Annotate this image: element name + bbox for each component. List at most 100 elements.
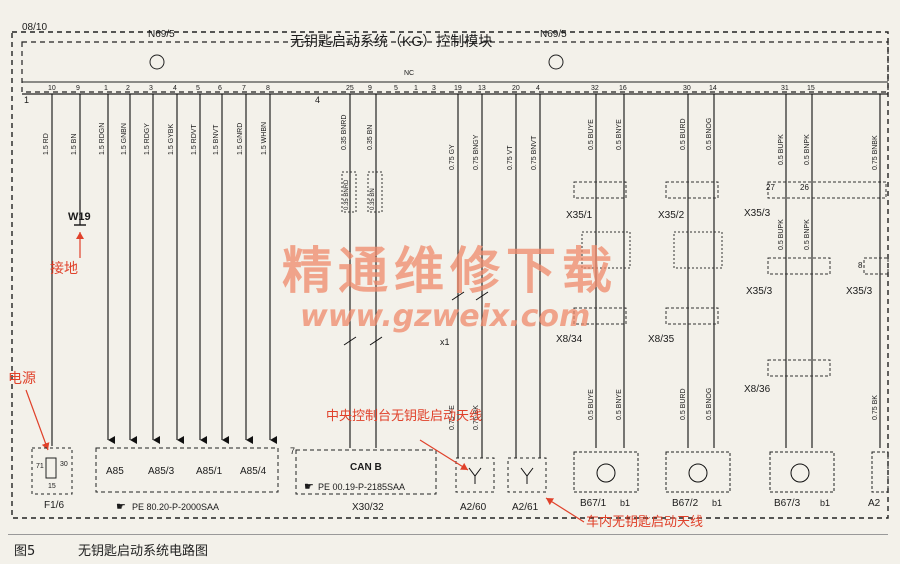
can-box: [295, 449, 437, 495]
wire-label-left-1: 1.5 BN: [71, 134, 78, 155]
pe-ref-left-icon: ☛: [116, 501, 126, 513]
ant-symbol-0: [596, 463, 616, 483]
ground-label: 接地: [50, 260, 78, 277]
watermark-url: www.gzweix.com: [300, 299, 590, 334]
bus-target-1: A85/3: [148, 466, 175, 477]
antenna-interior-box: [507, 457, 547, 493]
page-ref: 08/10: [22, 22, 47, 33]
ant-box-2: [769, 451, 835, 493]
pin-26: 26: [800, 183, 809, 192]
pin-group-left: 1: [24, 95, 29, 105]
wire-label-left-6: 1.5 RDVT: [191, 124, 198, 155]
pin-mid-2: 5: [394, 85, 398, 92]
wire-label-ant-5: 0.75 BNVT: [531, 135, 538, 170]
ant-pin-2: b1: [820, 498, 830, 508]
antenna-console-box: [455, 457, 495, 493]
module-title: 无钥匙启动系统（KG）控制模块: [290, 33, 492, 49]
pin-left-0: 10: [48, 85, 56, 92]
wire-label-ant-low-0: 0.75 YE: [449, 405, 456, 430]
pin-right-0: 32: [591, 85, 599, 92]
wire-label-left-4: 1.5 RDGY: [144, 123, 151, 155]
wire-label-right-0-0: 0.5 BUYE: [588, 119, 595, 150]
pin-right-1: 16: [619, 85, 627, 92]
wire-label-left-7: 1.5 BNVT: [213, 124, 220, 155]
wire-label-right-low-0-1: 0.5 BNYE: [616, 389, 623, 420]
antenna-interior-id: A2/61: [512, 502, 539, 513]
can-splice-0: [343, 336, 357, 346]
ant-box-1: [665, 451, 731, 493]
wire-label-can-lower-0: 0.35 BNRD: [344, 179, 350, 210]
pe-ref-can: PE 00.19-P-2185SAA: [318, 482, 405, 492]
pin-right-5: 15: [807, 85, 815, 92]
pin-mid-4: 3: [432, 85, 436, 92]
pin-right-3: 14: [709, 85, 717, 92]
antenna-interior-symbol: [520, 467, 534, 484]
power-pointer: [25, 389, 50, 451]
fuse-pin-15: 15: [48, 483, 56, 490]
caption-text: 无钥匙启动系统电路图: [78, 544, 209, 559]
x35-label-1: X35/2: [658, 210, 685, 221]
wire-label-left-5: 1.5 GYBK: [168, 124, 175, 155]
pin-group-right: 4: [315, 95, 320, 105]
wire-label-left-8: 1.5 GNRD: [237, 123, 244, 155]
antenna-console-text: 中央控制台无钥匙启动天线: [326, 409, 482, 424]
fuse-element: [45, 457, 57, 479]
x35-label-4: X35/3: [846, 286, 873, 297]
wire-label-right-2-1: 0.5 BNPK: [804, 134, 811, 165]
wire-label-right-1-0: 0.5 BURD: [680, 118, 687, 150]
wire-label-can-0: 0.35 BNRD: [341, 115, 348, 150]
wire-label-ant-2: 0.75 GY: [449, 144, 456, 170]
pin-mid-3: 1: [414, 85, 418, 92]
twist-box-1: [673, 231, 723, 269]
wire-label-right-low-0-0: 0.5 BUYE: [588, 389, 595, 420]
antenna-interior-pointer: [545, 497, 585, 523]
fuse-box: [31, 447, 73, 495]
pin-left-6: 5: [196, 85, 200, 92]
module-symbol-right: [548, 54, 564, 70]
module-ref-right: N69/5: [540, 29, 567, 40]
x8-box-0: [573, 307, 627, 325]
watermark-cn: 精通维修下载: [282, 242, 618, 300]
antenna-console-symbol: [468, 467, 482, 484]
ant-box-0: [573, 451, 639, 493]
wire-label-right-2-0: 0.5 BUPK: [778, 134, 785, 165]
wire-label-right-mid-2-0: 0.5 BUPK: [778, 219, 785, 250]
x8-label-1: X8/35: [648, 334, 675, 345]
caption-bar: 图5 无钥匙启动系统电路图: [8, 534, 888, 561]
wire-label-right-low-3: 0.75 BK: [872, 395, 879, 420]
wire-label-right-low-1-1: 0.5 BNOG: [706, 388, 713, 420]
pin-right-4: 31: [781, 85, 789, 92]
x1-splice: [451, 291, 489, 301]
wire-label-left-2: 1.5 RDGN: [99, 123, 106, 155]
can-id: X30/32: [352, 502, 384, 513]
pin-mid-5: 19: [454, 85, 462, 92]
pin-mid-1: 9: [368, 85, 372, 92]
x8-box-2: [767, 359, 831, 377]
pin-left-8: 7: [242, 85, 246, 92]
connector-7: 7: [290, 446, 295, 456]
wire-label-right-1-1: 0.5 BNOG: [706, 118, 713, 150]
fuse-pin-30: 30: [60, 461, 68, 468]
wire-label-right-3: 0.75 BNBK: [872, 135, 879, 170]
pin-27: 27: [766, 183, 775, 192]
ant-pin-1: b1: [712, 498, 722, 508]
ant-symbol-1: [688, 463, 708, 483]
wire-label-left-0: 1.5 RD: [43, 133, 50, 155]
pin-mid-7: 20: [512, 85, 520, 92]
module-ref-left: N69/5: [148, 29, 175, 40]
wire-label-ant-4: 0.75 VT: [507, 145, 514, 170]
can-splice-1: [369, 336, 383, 346]
caption-number: 图5: [14, 544, 36, 559]
can-twist-box-1: [367, 171, 383, 213]
x35-box-2: [767, 181, 887, 199]
pin-left-1: 9: [76, 85, 80, 92]
pin-left-9: 8: [266, 85, 270, 92]
x35-box-1: [665, 181, 719, 199]
pin-left-7: 6: [218, 85, 222, 92]
wire-label-ant-low-1: 0.75 BK: [473, 405, 480, 430]
fuse-pin-71: 71: [36, 463, 44, 470]
x8-label-0: X8/34: [556, 334, 583, 345]
